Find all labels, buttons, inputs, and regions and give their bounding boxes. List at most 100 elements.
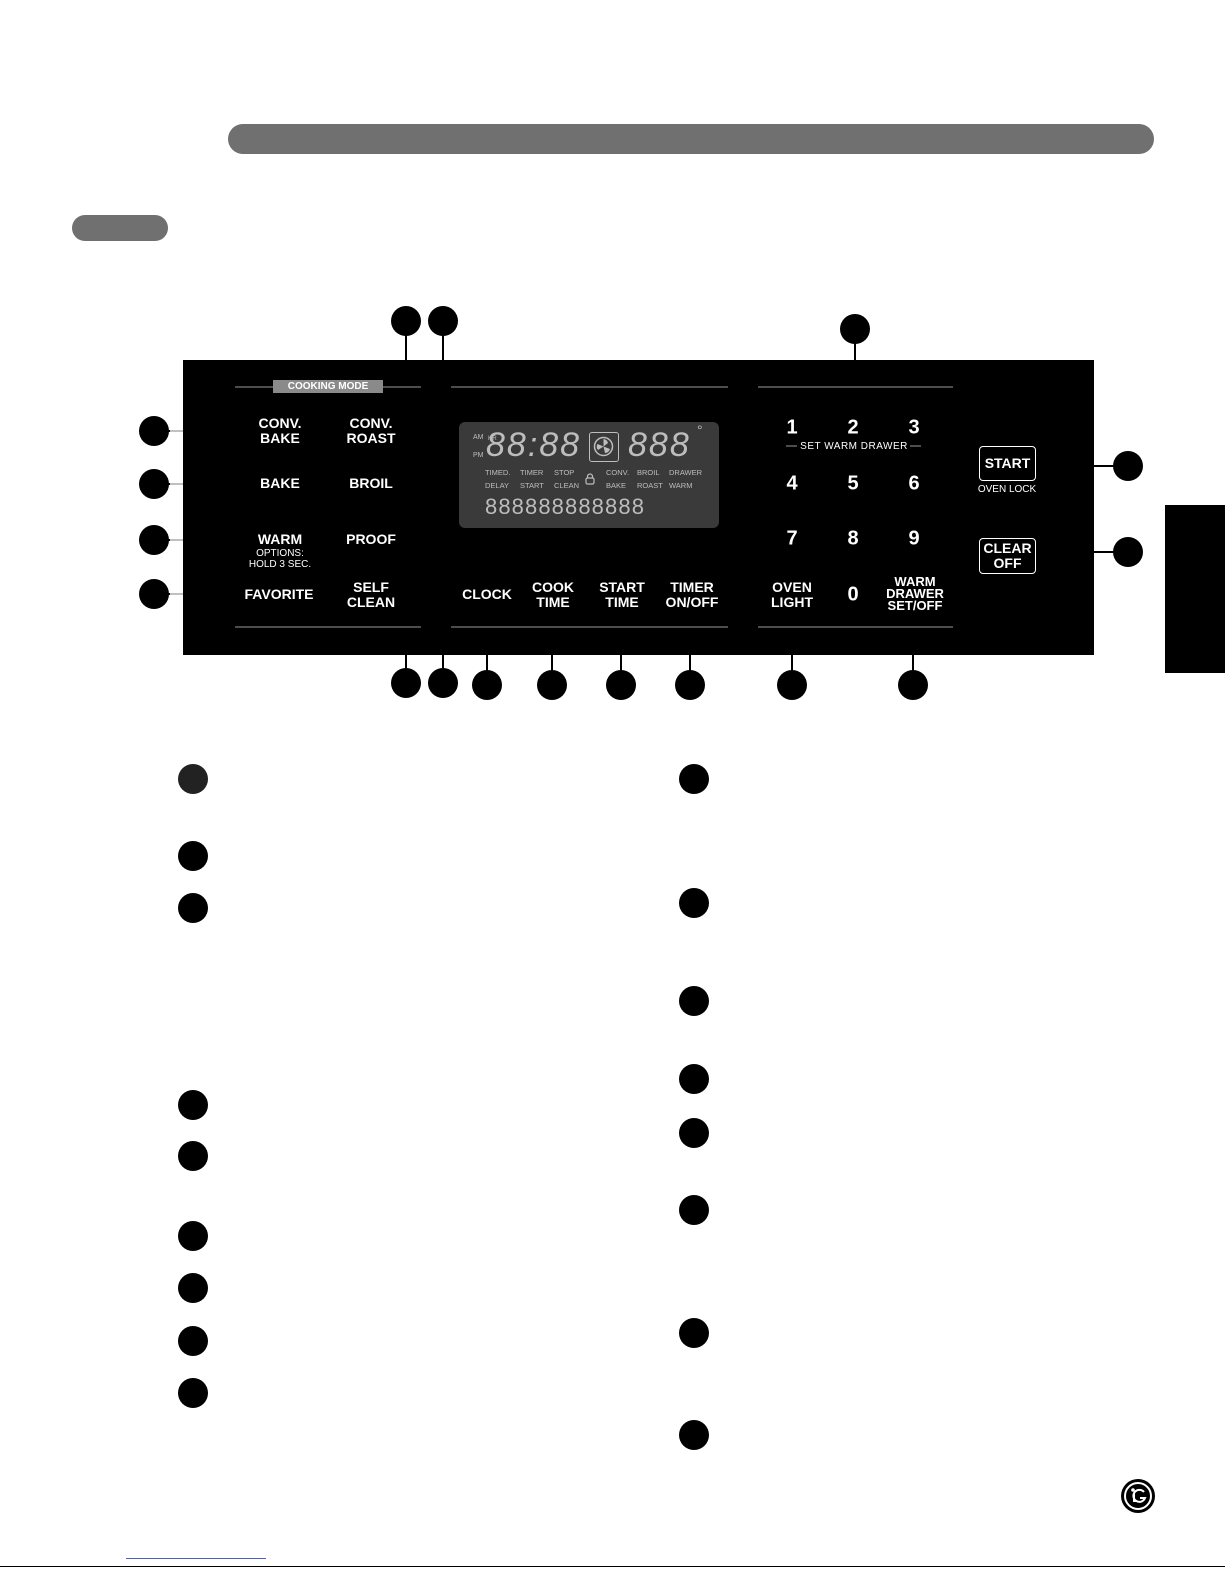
conv-bake-line1: CONV.	[258, 415, 302, 431]
footer-link-underline[interactable]	[126, 1558, 266, 1559]
start-time-line2: TIME	[605, 594, 639, 610]
ind-clean: CLEAN	[554, 481, 580, 490]
conv-bake-button[interactable]: CONV. BAKE	[258, 416, 301, 446]
ind-start: START	[520, 481, 544, 490]
oven-light-button[interactable]: OVEN LIGHT	[771, 580, 813, 610]
conv-roast-button[interactable]: CONV. ROAST	[347, 416, 396, 446]
timer-onoff-line2: ON/OFF	[665, 594, 719, 610]
key-8[interactable]: 8	[847, 527, 859, 550]
clock-button[interactable]: CLOCK	[462, 586, 512, 602]
start-time-button[interactable]: START TIME	[599, 580, 645, 610]
self-clean-line1: SELF	[353, 579, 389, 595]
broil-button[interactable]: BROIL	[349, 475, 393, 491]
self-clean-line2: CLEAN	[346, 594, 396, 610]
callout-marker	[537, 670, 567, 700]
callout-marker	[1113, 537, 1143, 567]
description-marker	[178, 1141, 208, 1171]
key-0[interactable]: 0	[847, 583, 859, 606]
warm-options-line1: OPTIONS:	[256, 548, 304, 559]
description-marker	[679, 986, 709, 1016]
key-4[interactable]: 4	[786, 472, 798, 495]
ind-conv: CONV.	[606, 468, 630, 477]
description-marker	[679, 1118, 709, 1148]
key-5[interactable]: 5	[847, 472, 859, 495]
key-1[interactable]: 1	[786, 416, 798, 439]
description-marker	[178, 841, 208, 871]
cook-time-button[interactable]: COOK TIME	[532, 580, 574, 610]
cook-time-line2: TIME	[536, 594, 570, 610]
callout-marker	[139, 525, 169, 555]
callout-marker	[777, 670, 807, 700]
callout-marker	[840, 314, 870, 344]
footer-rule	[0, 1566, 1225, 1567]
description-marker	[178, 1090, 208, 1120]
description-marker	[178, 1273, 208, 1303]
oven-light-line1: OVEN	[772, 579, 812, 595]
description-marker	[178, 893, 208, 923]
ind-stop: STOP	[554, 468, 575, 477]
key-3[interactable]: 3	[908, 416, 920, 439]
key-9[interactable]: 9	[908, 527, 920, 550]
section-side-tab	[1165, 505, 1225, 673]
proof-button[interactable]: PROOF	[346, 531, 396, 547]
description-marker	[178, 764, 208, 794]
clear-off-line2: OFF	[993, 555, 1022, 571]
ind-delay: DELAY	[485, 481, 510, 490]
callout-marker	[139, 579, 169, 609]
start-button[interactable]: START	[979, 446, 1036, 481]
bake-button[interactable]: BAKE	[260, 475, 300, 491]
callout-marker	[139, 416, 169, 446]
callout-marker	[391, 306, 421, 336]
self-clean-button[interactable]: SELF CLEAN	[347, 580, 395, 610]
callout-marker	[472, 670, 502, 700]
callout-marker	[428, 306, 458, 336]
start-time-line1: START	[599, 579, 645, 595]
timer-onoff-button[interactable]: TIMER ON/OFF	[666, 580, 719, 610]
warm-options-line2: HOLD 3 SEC.	[248, 559, 312, 570]
degree-symbol: °	[697, 422, 703, 438]
description-marker	[178, 1378, 208, 1408]
key-7[interactable]: 7	[786, 527, 798, 550]
clear-off-line1: CLEAR	[983, 540, 1032, 556]
oven-fan-icon	[589, 432, 619, 462]
ind-timed: TIMED.	[485, 468, 511, 477]
set-warm-drawer-label: SET WARM DRAWER	[800, 441, 908, 452]
timer-onoff-line1: TIMER	[670, 579, 714, 595]
conv-roast-line1: CONV.	[349, 415, 393, 431]
ind-broil: BROIL	[637, 468, 660, 477]
description-marker	[679, 1420, 709, 1450]
pm-indicator: PM	[473, 452, 484, 459]
callout-marker	[428, 668, 458, 698]
lock-icon	[585, 472, 595, 490]
callout-marker	[1113, 451, 1143, 481]
text-segment-row: 888888888888	[485, 494, 646, 519]
favorite-button[interactable]: FAVORITE	[244, 586, 314, 602]
warm-drawer-line3: SET/OFF	[887, 598, 943, 613]
callout-marker	[675, 670, 705, 700]
callout-marker	[391, 668, 421, 698]
ind-warm: WARM	[669, 481, 693, 490]
clear-off-button[interactable]: CLEAR OFF	[979, 538, 1036, 574]
header-bar	[228, 124, 1154, 154]
cooking-mode-label: COOKING MODE	[273, 380, 383, 393]
section-pill	[72, 215, 168, 241]
key-2[interactable]: 2	[847, 416, 859, 439]
warm-button[interactable]: WARM	[257, 531, 303, 547]
description-marker	[178, 1221, 208, 1251]
warm-options-note: OPTIONS: HOLD 3 SEC.	[249, 548, 311, 570]
key-6[interactable]: 6	[908, 472, 920, 495]
ind-drawer: DRAWER	[669, 468, 703, 477]
oven-lock-label: OVEN LOCK	[977, 484, 1037, 495]
callout-marker	[898, 670, 928, 700]
lg-logo-icon	[1121, 1479, 1155, 1513]
ind-timer: TIMER	[520, 468, 544, 477]
warm-drawer-line2: DRAWER	[886, 586, 944, 601]
warm-drawer-button[interactable]: WARM DRAWER SET/OFF	[886, 575, 944, 613]
callout-marker	[606, 670, 636, 700]
cook-time-line1: COOK	[532, 579, 574, 595]
oven-light-line2: LIGHT	[771, 594, 813, 610]
description-marker	[679, 1064, 709, 1094]
description-marker	[679, 1318, 709, 1348]
description-marker	[178, 1326, 208, 1356]
am-indicator: AM	[473, 434, 484, 441]
